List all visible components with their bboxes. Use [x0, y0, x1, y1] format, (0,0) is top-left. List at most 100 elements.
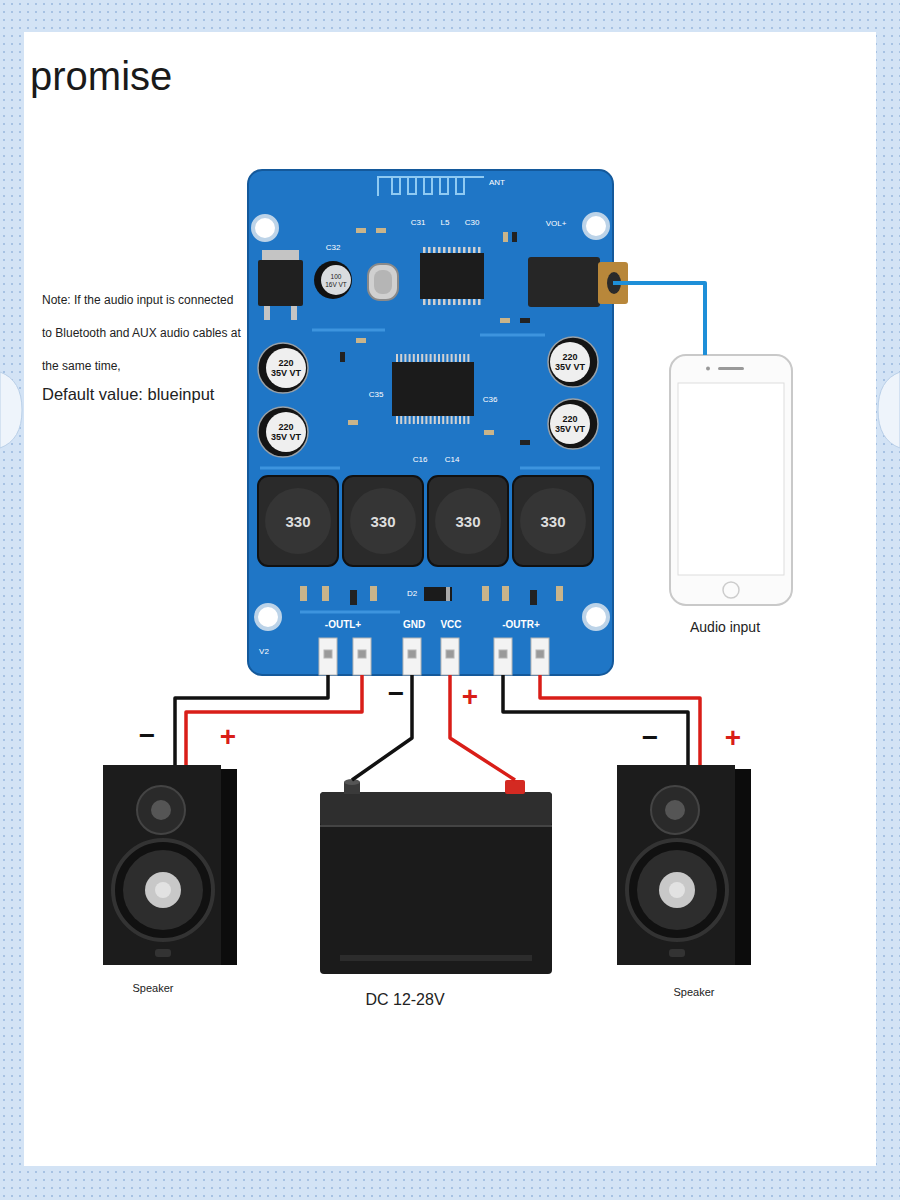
phone	[718, 367, 744, 370]
electrolytic-capacitor	[258, 343, 308, 393]
diode	[446, 587, 450, 601]
electrolytic-capacitor	[258, 337, 598, 457]
speaker-cabinet	[617, 765, 751, 965]
silkscreen-label: C30	[465, 218, 480, 228]
speaker-cabinet	[651, 786, 699, 834]
inductor-marking: 330	[455, 512, 480, 531]
inductor-marking: 330	[540, 512, 565, 531]
speaker-cabinet	[221, 769, 237, 965]
amplifier-pcb	[248, 170, 613, 675]
capacitor-marking: 220 35V VT	[271, 422, 301, 442]
inductor-marking: 330	[370, 512, 395, 531]
silkscreen-label: L5	[441, 218, 450, 228]
screw-terminal	[446, 650, 454, 658]
speaker-cabinet	[627, 840, 727, 940]
speaker-cabinet	[145, 872, 181, 908]
pcb-antenna	[378, 177, 484, 196]
speaker-cabinet	[735, 769, 751, 965]
smd-component	[322, 586, 329, 601]
smd-component	[376, 228, 386, 233]
silkscreen-label: D2	[407, 589, 417, 599]
polarity-sign: −	[139, 721, 155, 751]
speaker-cabinet	[155, 882, 171, 898]
electrolytic-capacitor	[548, 337, 598, 387]
voltage-regulator	[291, 306, 297, 320]
silkscreen-label: C35	[369, 390, 384, 400]
battery: DC 12-28V	[318, 780, 554, 1012]
battery	[505, 780, 525, 794]
silkscreen-label: C14	[445, 455, 460, 465]
diode	[424, 587, 452, 601]
screw-terminal	[353, 638, 371, 675]
smd-component	[502, 586, 509, 601]
speaker-cabinet	[659, 872, 695, 908]
amplifier-pcb	[260, 330, 600, 612]
screw-terminal	[319, 638, 549, 675]
phone: Audio input	[670, 355, 792, 640]
bluetooth-chip	[420, 250, 484, 302]
phone	[670, 355, 792, 605]
smd-component	[520, 440, 530, 445]
terminal-label: -OUTR+	[502, 618, 540, 631]
speaker-cabinet	[669, 882, 685, 898]
electrolytic-capacitor	[548, 399, 598, 449]
inductor	[265, 488, 331, 554]
device-label: Speaker	[133, 981, 174, 995]
mounting-hole	[256, 605, 280, 629]
screw-terminal	[536, 650, 544, 658]
phone	[670, 355, 792, 605]
audio-jack	[528, 257, 600, 307]
smd-component	[348, 420, 358, 425]
battery	[320, 779, 552, 974]
bluetooth-chip	[423, 247, 481, 253]
inductor-marking: 330	[285, 512, 310, 531]
speaker-cabinet	[665, 800, 685, 820]
inductor	[258, 476, 593, 566]
inductor	[343, 476, 423, 566]
polarity-sign: +	[462, 682, 478, 712]
screw-terminal	[441, 638, 459, 675]
speaker-cabinet	[103, 765, 221, 965]
brand-watermark: promise	[30, 52, 172, 100]
battery	[320, 792, 552, 826]
capacitor-marking: 220 35V VT	[271, 358, 301, 378]
electrolytic-capacitor	[550, 342, 590, 382]
inductor	[428, 476, 508, 566]
electrolytic-capacitor	[321, 265, 351, 295]
capacitor-marking: 220 35V VT	[555, 414, 585, 434]
device-label: DC 12-28V	[365, 990, 444, 1010]
speaker-cabinet	[123, 850, 203, 930]
electrolytic-capacitor	[314, 261, 352, 299]
voltage-regulator	[258, 250, 303, 320]
silkscreen-label: C31	[411, 218, 426, 228]
amplifier-pcb	[248, 170, 613, 675]
speaker: Speaker	[103, 765, 238, 1000]
wire	[352, 675, 412, 780]
screw-terminal	[319, 638, 337, 675]
phone	[678, 383, 784, 575]
wire	[186, 675, 362, 765]
mounting-hole	[584, 214, 608, 238]
note-text: Note: If the audio input is connected to…	[42, 284, 242, 383]
audio-cable	[613, 283, 705, 355]
polarity-sign: −	[642, 723, 658, 753]
amplifier-board: -OUTL+GNDVCC-OUTR+	[248, 170, 613, 675]
bluetooth-chip	[423, 299, 481, 305]
diode	[424, 587, 452, 601]
speaker-cabinet	[637, 850, 717, 930]
amplifier-chip	[396, 416, 470, 424]
terminal-label: VCC	[440, 618, 461, 631]
wire	[540, 675, 700, 765]
polarity-sign: −	[388, 679, 404, 709]
page-frame	[878, 372, 900, 448]
note-text: Default value: blueinput	[42, 384, 214, 405]
smd-component	[530, 590, 537, 605]
silkscreen-label: V2	[259, 647, 269, 657]
smd-component	[350, 590, 357, 605]
battery	[340, 955, 532, 961]
speaker-cabinet	[137, 786, 185, 834]
crystal	[368, 264, 398, 300]
device-label: Audio input	[690, 618, 760, 636]
